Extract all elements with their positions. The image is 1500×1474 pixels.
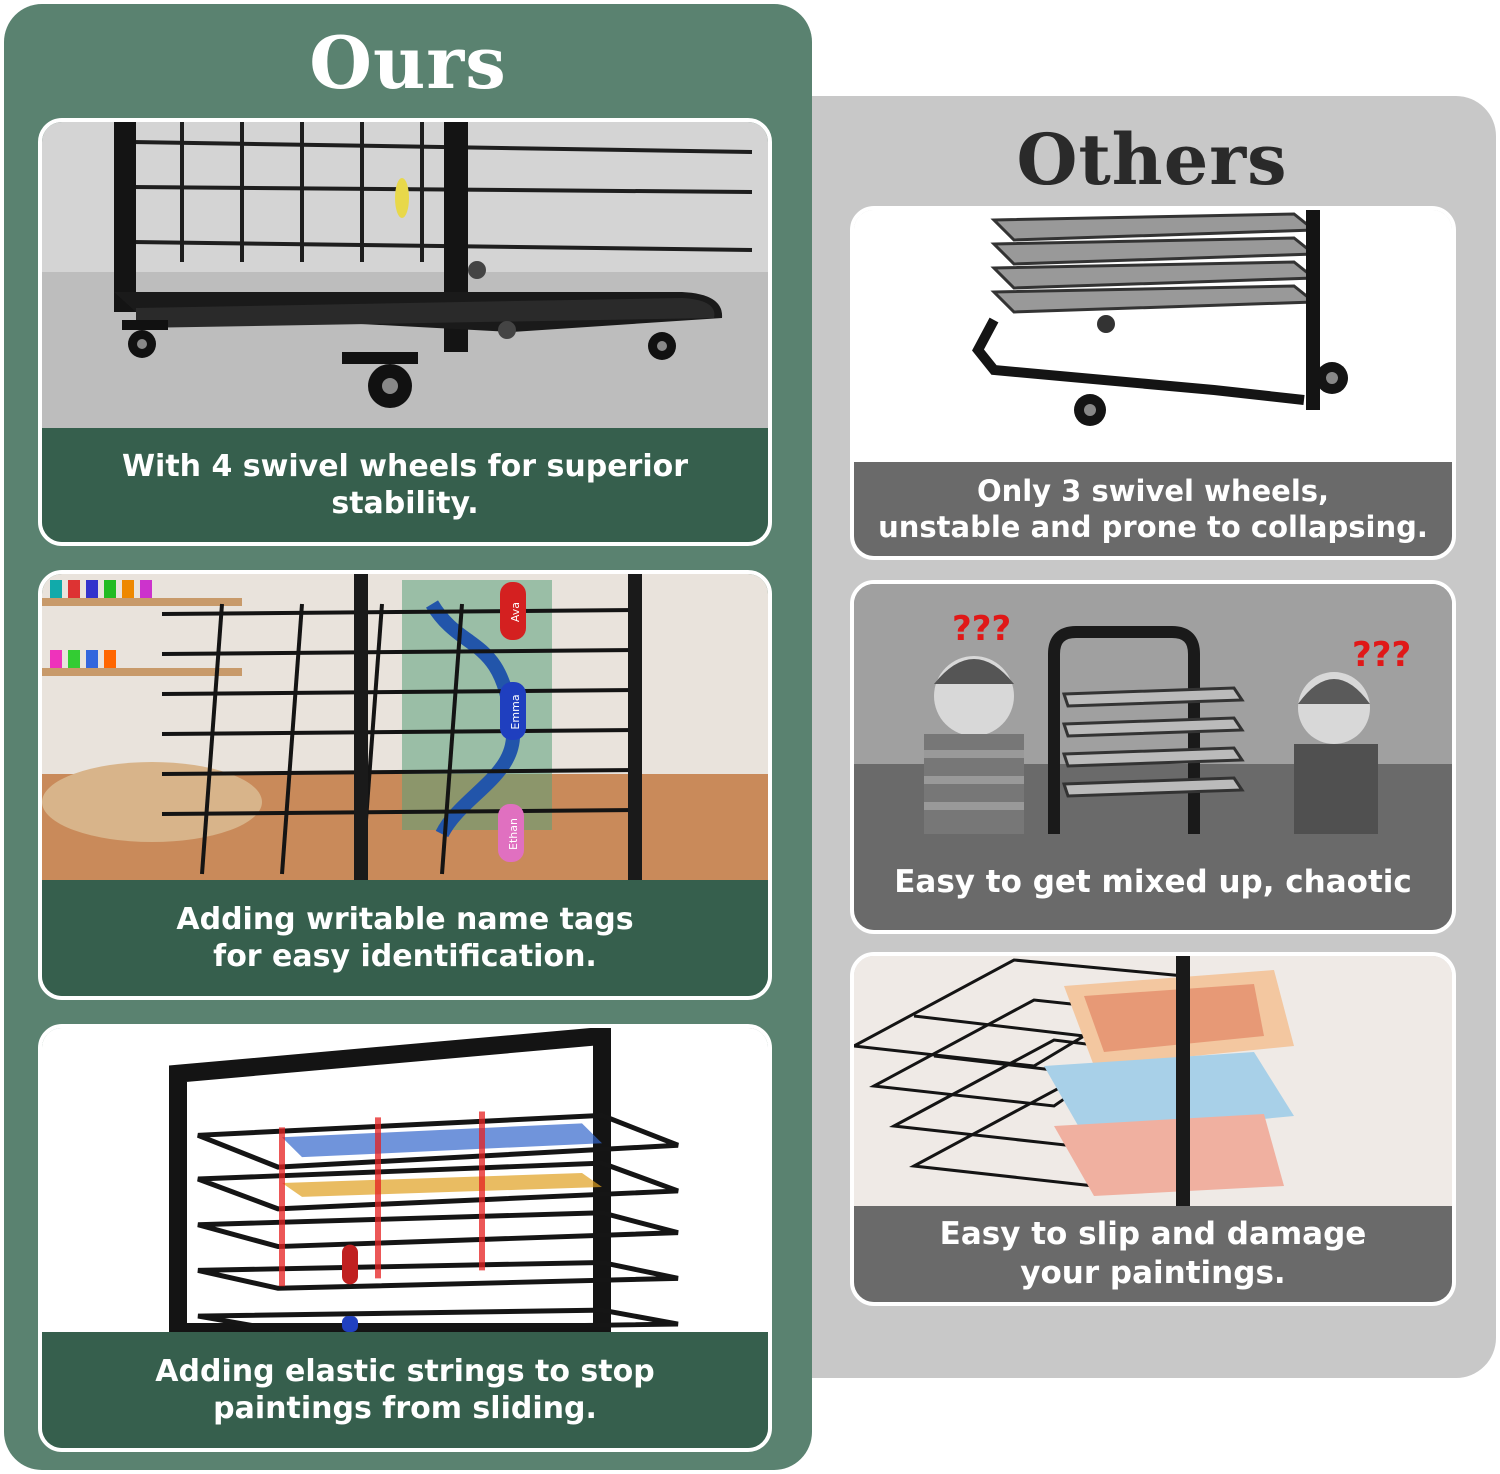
question-marks-girl: ??? [1352, 635, 1411, 675]
rack-elastic-strings-photo [42, 1028, 768, 1332]
slipping-paintings-photo [854, 956, 1452, 1206]
others-card-mixed-up: ??? ??? Easy to get mixed up, chaotic [850, 580, 1456, 934]
tag-ethan: Ethan [507, 818, 520, 850]
confused-kids-photo: ??? ??? [854, 584, 1452, 834]
others-caption-three-wheels: Only 3 swivel wheels, unstable and prone… [854, 462, 1452, 556]
others-card-three-wheels: Only 3 swivel wheels, unstable and prone… [850, 206, 1456, 560]
ours-caption-elastic-strings: Adding elastic strings to stop paintings… [42, 1332, 768, 1448]
tag-ava: Ava [509, 602, 522, 622]
others-rack-wheels-photo [854, 210, 1452, 462]
others-card-slipping: Easy to slip and damage your paintings. [850, 952, 1456, 1306]
studio-rack-illustration: Ava Emma Ethan [42, 574, 768, 880]
ours-card-elastic-strings: Adding elastic strings to stop paintings… [38, 1024, 772, 1452]
others-caption-mixed-up: Easy to get mixed up, chaotic [854, 834, 1452, 930]
rack-base-illustration [42, 122, 768, 428]
others-caption-slipping: Easy to slip and damage your paintings. [854, 1206, 1452, 1302]
ours-title: Ours [309, 20, 507, 105]
question-marks-boy: ??? [952, 609, 1011, 649]
ours-card-name-tags: Ava Emma Ethan Adding writable name tags… [38, 570, 772, 1000]
ours-card-wheels: With 4 swivel wheels for superior stabil… [38, 118, 772, 546]
slipping-paintings-illustration [854, 956, 1452, 1206]
rack-wheels-photo [42, 122, 768, 428]
ours-caption-name-tags: Adding writable name tags for easy ident… [42, 880, 768, 996]
others-rack-illustration [854, 210, 1452, 462]
confused-kids-illustration: ??? ??? [854, 584, 1452, 834]
others-title: Others [1016, 118, 1288, 201]
ours-caption-wheels: With 4 swivel wheels for superior stabil… [42, 428, 768, 542]
rack-name-tags-photo: Ava Emma Ethan [42, 574, 768, 880]
tag-emma: Emma [509, 694, 522, 729]
rack-front-illustration [42, 1028, 768, 1332]
